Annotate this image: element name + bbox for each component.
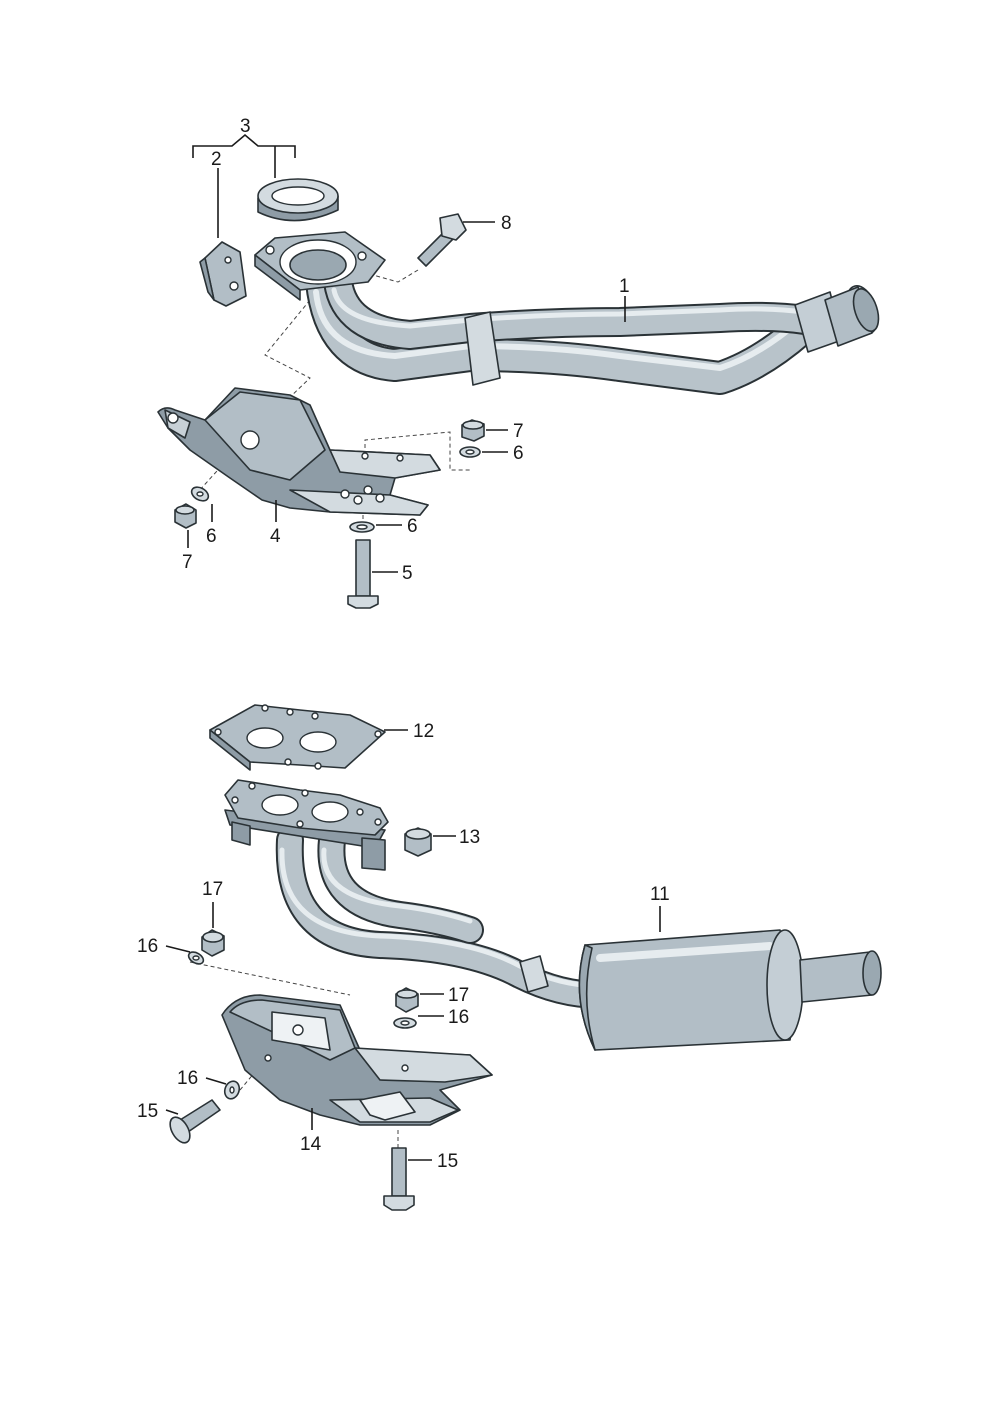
bolt-8 [417, 213, 467, 267]
upper-assembly: 3 2 8 1 7 6 6 5 4 6 7 [157, 116, 880, 609]
label-15-left: 15 [137, 1101, 158, 1122]
leader-15-left [165, 1109, 179, 1115]
label-12: 12 [413, 721, 434, 742]
nut-13 [404, 827, 432, 857]
guide-line [189, 961, 351, 996]
label-8: 8 [501, 213, 512, 234]
pipe-flange [254, 231, 386, 301]
bolt-15-bottom [383, 1147, 415, 1211]
label-3: 3 [240, 116, 251, 137]
guide-line [354, 269, 419, 283]
front-pipe [305, 265, 880, 395]
label-1: 1 [619, 276, 630, 297]
label-13: 13 [459, 827, 480, 848]
washer-16-lower [223, 1080, 241, 1100]
label-2: 2 [211, 149, 222, 170]
heat-shield-4 [157, 387, 441, 516]
leader-16-lower [205, 1077, 227, 1085]
label-16-right: 16 [448, 1007, 469, 1028]
leader-16-upper [165, 945, 191, 953]
guide-line [364, 431, 470, 471]
label-6-left: 6 [206, 526, 217, 547]
bolt-15-left [169, 1099, 221, 1144]
heat-shield-14 [221, 994, 493, 1126]
label-6-right: 6 [513, 443, 524, 464]
label-17-upper: 17 [202, 879, 223, 900]
bracket [199, 241, 247, 307]
nut-17-upper [201, 929, 225, 957]
washer-16-upper [187, 951, 205, 965]
bolt-5 [347, 539, 379, 609]
lower-assembly: 12 13 11 17 16 17 16 16 15 14 15 [137, 704, 882, 1211]
label-5: 5 [402, 563, 413, 584]
exhaust-pipe-with-silencer [275, 826, 882, 1051]
label-6-center: 6 [407, 516, 418, 537]
washer-6-center [349, 521, 375, 533]
label-15-bottom: 15 [437, 1151, 458, 1172]
leader-3 [192, 133, 296, 158]
label-16-upper: 16 [137, 936, 158, 957]
manifold-flange-13 [224, 779, 389, 871]
nut-7-lower-left [174, 503, 197, 529]
gasket-12 [209, 704, 386, 771]
label-16-lower: 16 [177, 1068, 198, 1089]
label-14: 14 [300, 1134, 322, 1155]
guide-line [244, 299, 311, 441]
sealing-ring [257, 178, 339, 222]
nut-7-upper-right [461, 419, 485, 442]
washer-6-upper-right [459, 446, 481, 458]
label-17-right: 17 [448, 985, 469, 1006]
label-11: 11 [650, 884, 670, 905]
label-4: 4 [270, 526, 281, 547]
label-7-right: 7 [513, 421, 524, 442]
label-7-left: 7 [182, 552, 193, 573]
washer-16-right [393, 1017, 417, 1029]
nut-17-right [395, 987, 419, 1013]
washer-6-lower-left [190, 486, 210, 502]
